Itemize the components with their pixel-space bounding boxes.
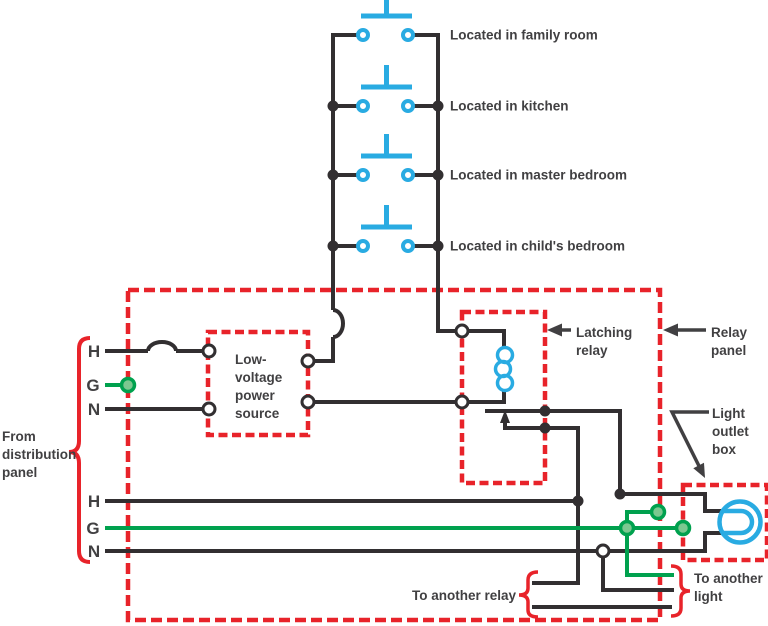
terminal-dot xyxy=(595,543,611,559)
ground-dot xyxy=(119,376,137,394)
svg-text:Latching: Latching xyxy=(576,325,632,340)
ground-dot xyxy=(649,503,667,521)
ground-wires xyxy=(105,383,683,577)
terminal-dot xyxy=(454,323,470,339)
switch-location-label: Located in master bedroom xyxy=(450,168,627,183)
pushbutton-switch xyxy=(356,0,415,42)
svg-text:Low-: Low- xyxy=(235,352,267,367)
junction-dot xyxy=(539,422,551,434)
switch-terminal xyxy=(356,239,370,253)
junction-dot xyxy=(432,100,444,112)
terminal-dot xyxy=(454,394,470,410)
svg-text:distribution: distribution xyxy=(2,447,76,462)
pushbutton-actuator-icon xyxy=(361,134,412,159)
ground-dot xyxy=(674,519,692,537)
junction-dot xyxy=(327,100,339,112)
relay-panel-border xyxy=(125,287,663,623)
distribution-panel-brace xyxy=(68,336,91,564)
wire-hop-icon xyxy=(332,308,345,339)
to-another-relay-label: To another relay xyxy=(412,588,517,603)
relay-contact-icon xyxy=(500,410,510,427)
svg-text:From: From xyxy=(2,429,36,444)
svg-text:light: light xyxy=(694,589,723,604)
to-another-relay-brace xyxy=(518,570,539,619)
svg-text:Relay: Relay xyxy=(711,325,748,340)
relay-panel-label: Relay panel xyxy=(711,325,748,358)
relay-panel-arrow-icon xyxy=(663,323,706,337)
svg-text:panel: panel xyxy=(2,465,37,480)
pushbutton-switch xyxy=(356,134,415,182)
junction-dot xyxy=(327,240,339,252)
junction-dot xyxy=(539,405,551,417)
pushbutton-switch xyxy=(356,205,415,253)
pushbutton-switch xyxy=(356,65,415,113)
svg-text:power: power xyxy=(235,388,276,403)
junction-dots xyxy=(327,100,626,507)
terminal-dot xyxy=(300,353,316,369)
junction-dot xyxy=(572,495,584,507)
svg-text:To another: To another xyxy=(694,571,763,586)
feed-labels-bottom: H G N xyxy=(86,492,100,561)
neutral-label: N xyxy=(88,400,100,419)
junction-dot xyxy=(327,169,339,181)
ground-label: G xyxy=(86,519,99,538)
feed-labels-top: H G N xyxy=(86,342,100,419)
svg-text:voltage: voltage xyxy=(235,370,283,385)
power-source-label: Low- voltage power source xyxy=(235,352,283,421)
pushbutton-switches xyxy=(356,0,415,253)
light-outlet-arrow-icon xyxy=(669,410,709,478)
svg-text:panel: panel xyxy=(711,343,746,358)
light-outlet-box-border xyxy=(680,482,768,563)
ground-label: G xyxy=(86,376,99,395)
callout-arrows xyxy=(547,323,709,478)
junction-dot xyxy=(432,169,444,181)
screw-terminals xyxy=(201,323,611,559)
ground-dot xyxy=(618,519,636,537)
terminal-dot xyxy=(300,394,316,410)
hot-label: H xyxy=(88,492,100,511)
light-outlet-box-label: Light outlet box xyxy=(712,406,749,457)
terminal-dot xyxy=(201,343,217,359)
power-source-border xyxy=(205,329,311,438)
svg-text:relay: relay xyxy=(576,343,608,358)
svg-text:box: box xyxy=(712,442,736,457)
switch-terminal xyxy=(356,99,370,113)
light-fixture-icon xyxy=(717,499,763,545)
switch-terminal xyxy=(401,99,415,113)
switch-terminal xyxy=(356,28,370,42)
switch-terminal xyxy=(356,168,370,182)
switch-bus-wires xyxy=(314,33,462,363)
relay-coil-icon xyxy=(493,345,515,393)
pushbutton-actuator-icon xyxy=(361,0,412,19)
neutral-label: N xyxy=(88,542,100,561)
svg-text:outlet: outlet xyxy=(712,424,749,439)
hot-label: H xyxy=(88,342,100,361)
ground-terminals xyxy=(119,376,692,537)
latching-relay-arrow-icon xyxy=(547,323,571,337)
terminal-dot xyxy=(201,401,217,417)
svg-text:Light: Light xyxy=(712,406,745,421)
to-another-light-label: To another light xyxy=(694,571,763,604)
switch-location-label: Located in family room xyxy=(450,28,598,43)
switch-location-label: Located in kitchen xyxy=(450,99,569,114)
switch-location-label: Located in child's bedroom xyxy=(450,239,625,254)
junction-dot xyxy=(432,240,444,252)
from-distribution-panel-label: From distribution panel xyxy=(2,429,76,480)
to-another-light-brace xyxy=(670,564,691,618)
svg-text:source: source xyxy=(235,406,280,421)
pushbutton-actuator-icon xyxy=(361,65,412,90)
junction-dot xyxy=(614,488,626,500)
switch-location-labels: Located in family room Located in kitche… xyxy=(450,28,627,254)
pushbutton-actuator-icon xyxy=(361,205,412,230)
switch-terminal xyxy=(401,168,415,182)
wire-hop-icon xyxy=(146,340,178,352)
latching-relay-label: Latching relay xyxy=(576,325,632,358)
switch-terminal xyxy=(401,239,415,253)
switch-terminal xyxy=(401,28,415,42)
